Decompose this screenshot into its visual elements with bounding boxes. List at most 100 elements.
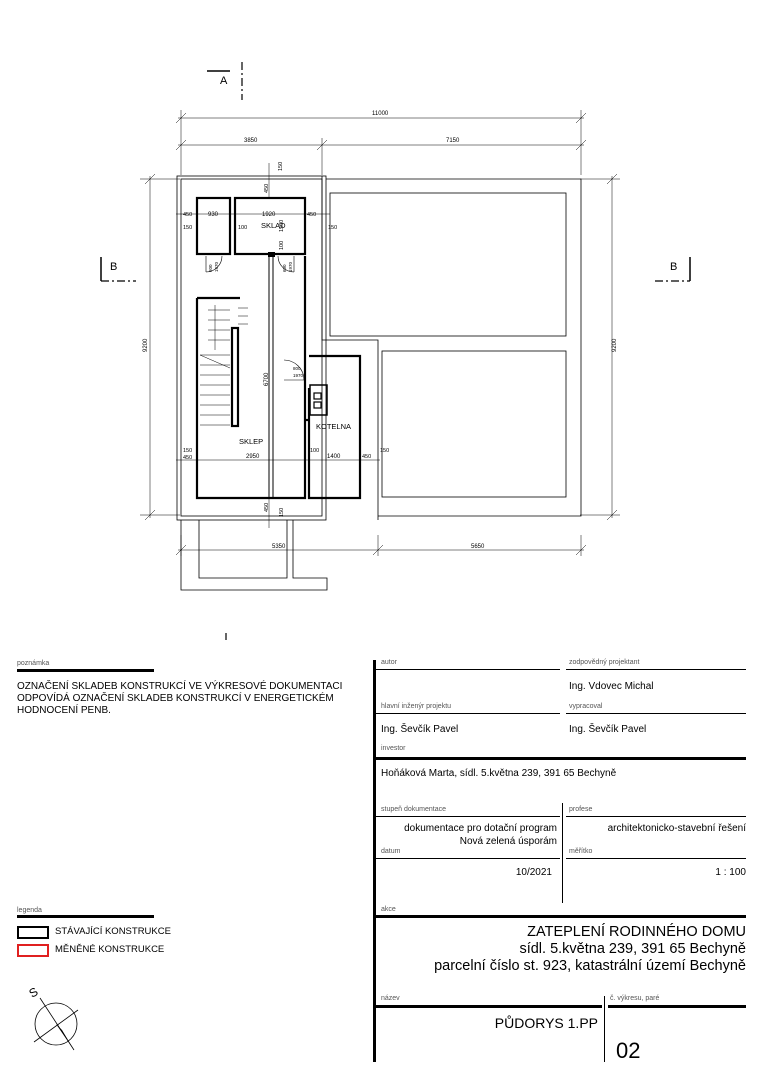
dim-overall-width: 11000 [372,111,389,117]
dim-height-left: 9200 [143,338,149,352]
door-1970-right: 1970 [288,261,293,272]
note-text: OZNAČENÍ SKLADEB KONSTRUKCÍ VE VÝKRESOVÉ… [17,681,343,716]
section-marker-b-right: B [655,257,691,282]
profese-rule [566,816,746,817]
akce-line2: sídl. 5.května 239, 391 65 Bechyně [519,941,746,957]
room-sklep: SKLEP [239,437,263,446]
dim-top-gap: 150 [278,162,284,171]
stupen-rule [376,816,560,817]
dim-bottom-gap-left: 150 [183,448,192,454]
nazev-rule [376,1005,602,1008]
floor-plan: A 11000 3850 7150 [100,62,691,640]
dim-bottom-wall-right: 450 [362,454,371,460]
dim-gap-right: 150 [328,225,337,231]
dim-bottom-gap-right: 150 [380,448,389,454]
zodpovedny-value: Ing. Vdovec Michal [569,681,654,692]
north-arrow-label: S [27,984,41,1000]
akce-line1: ZATEPLENÍ RODINNÉHO DOMU [527,924,746,940]
note-heading: poznámka [17,660,50,667]
staircase [199,305,248,426]
north-arrow-icon: S [27,984,79,1051]
mid-divider [562,803,563,903]
legend-swatch-existing [17,926,49,939]
dim-bottom-right: 5650 [471,544,485,550]
porch [180,520,328,591]
autor-rule [376,669,560,670]
meritko-value: 1 : 100 [715,867,746,878]
dim-bottom-wall-left: 450 [183,455,192,461]
section-marker-a-top: A [207,62,243,100]
cislo-value: 02 [616,1038,641,1063]
title-block-left-border [373,660,376,1062]
profese-label: profese [569,806,593,813]
stupen-line2: Nová zelená úsporám [459,836,557,847]
dim-partition: 100 [238,225,247,231]
autor-label: autor [381,659,397,666]
dim-sklep-height: 6700 [264,372,270,386]
datum-value: 10/2021 [515,867,552,878]
dim-partition3: 100 [310,448,319,454]
door-1970-kotelna: 1970 [293,373,304,378]
section-marker-b-left: B [100,257,136,282]
investor-rule [376,757,746,760]
profese-value: architektonicko-stavební řešení [607,823,746,834]
cislo-divider [604,996,605,1062]
section-b-right-label: B [670,261,677,273]
dim-top-wall: 450 [264,184,270,193]
section-marker-a-bottom: A [225,633,227,640]
zodpovedny-label: zodpovědný projektant [569,659,640,666]
dim-bottom-gap: 150 [279,508,285,517]
dim-wall-left: 450 [183,212,192,218]
dim-room-930: 930 [208,212,219,218]
legend-heading-rule [17,915,154,918]
legend-swatch-changed [17,944,49,957]
dim-sklad-depth: 1500 [279,220,285,232]
dim-gap-left: 150 [183,225,192,231]
door-1970-left: 1970 [214,261,219,272]
stupen-line1: dokumentace pro dotační program [404,823,557,834]
hip-rule [376,713,560,714]
door-800: 800 [293,366,301,371]
zodpovedny-rule [566,669,746,670]
dim-sklep-width: 2950 [246,454,260,460]
doors [205,255,305,381]
cislo-label: č. výkresu, paré [610,995,660,1002]
akce-rule [376,915,746,918]
dim-wall-right: 450 [307,212,316,218]
dim-partition2: 100 [279,241,285,250]
legend-label-existing: STÁVAJÍCÍ KONSTRUKCE [55,926,171,937]
door-600-right: 600 [282,264,287,272]
vypracoval-label: vypracoval [569,703,603,710]
existing-walls [195,196,362,500]
legend-heading: legenda [17,907,42,914]
akce-label: akce [381,906,396,913]
akce-line3: parcelní číslo st. 923, katastrální územ… [434,958,746,974]
dim-right-width: 7150 [446,138,460,144]
dim-kotelna-width: 1400 [327,454,341,460]
dim-bottom-left: 5350 [272,544,286,550]
dim-room-1920: 1920 [262,212,276,218]
room-kotelna: KOTELNA [316,422,351,431]
section-a-label: A [220,75,228,87]
meritko-label: měřítko [569,848,593,855]
legend-label-changed: MĚNĚNÉ KONSTRUKCE [55,944,165,955]
section-b-left-label: B [110,261,117,273]
dim-bottom-wall: 450 [264,503,270,512]
vypracoval-value: Ing. Ševčík Pavel [569,724,647,735]
datum-rule [376,858,560,859]
hip-value: Ing. Ševčík Pavel [381,724,459,735]
datum-label: datum [381,848,401,855]
nazev-value: PŮDORYS 1.PP [494,1015,598,1031]
investor-label: investor [381,745,406,752]
vypracoval-rule [566,713,746,714]
investor-value: Hoňáková Marta, sídl. 5.května 239, 391 … [381,768,617,779]
stupen-label: stupeň dokumentace [381,806,446,813]
nazev-label: název [381,995,400,1002]
note-heading-rule [17,669,154,672]
dim-left-width: 3850 [244,138,258,144]
hip-label: hlavní inženýr projektu [381,703,452,710]
dim-height-right: 9200 [612,338,618,352]
cislo-rule [608,1005,746,1008]
room-sklad: SKLAD [261,221,286,230]
meritko-rule [566,858,746,859]
